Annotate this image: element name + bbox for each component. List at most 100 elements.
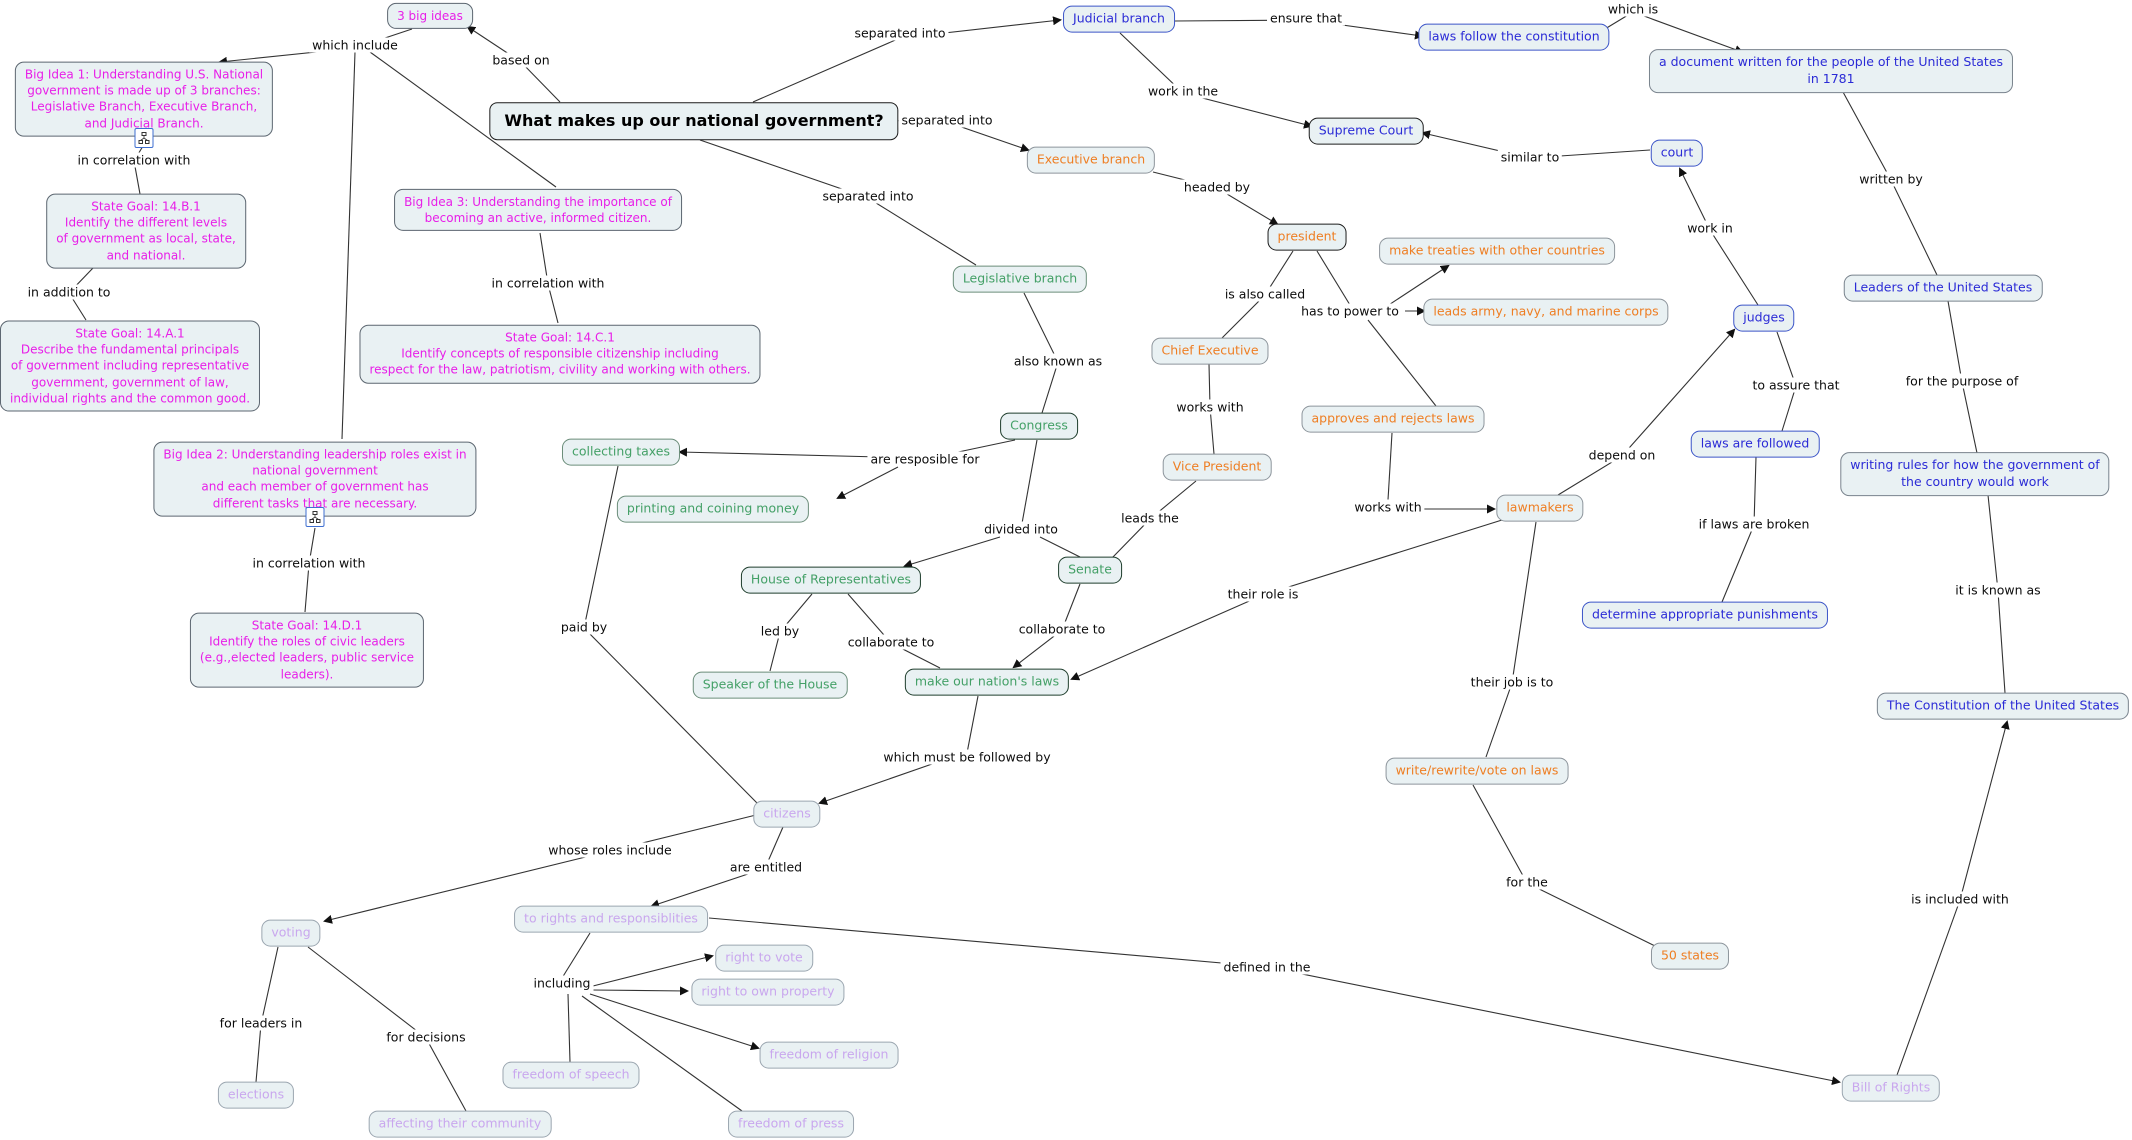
node-judicial-branch[interactable]: Judicial branch [1063,5,1175,33]
linking-phrase-based-on[interactable]: based on [489,52,553,68]
linking-phrase-for-the-purpose-of[interactable]: for the purpose of [1902,373,2022,389]
linking-phrase-also-known-as[interactable]: also known as [1010,353,1106,369]
linking-phrase-are-resposible-for[interactable]: are resposible for [867,451,983,467]
node-executive-branch[interactable]: Executive branch [1026,146,1156,174]
linking-phrase-has-to-power-to[interactable]: has to power to [1298,303,1402,319]
node-legislative-branch[interactable]: Legislative branch [952,265,1088,293]
linking-phrase-for-decisions[interactable]: for decisions [383,1029,469,1045]
node-make-our-nations-laws[interactable]: make our nation's laws [904,668,1070,696]
linking-phrase-separated-into-1[interactable]: separated into [851,25,949,41]
node-vice-president[interactable]: Vice President [1162,453,1272,481]
linking-phrase-including[interactable]: including [530,975,594,991]
node-write-rewrite-vote[interactable]: write/rewrite/vote on laws [1385,757,1569,785]
linking-phrase-paid-by[interactable]: paid by [557,619,611,635]
linking-phrase-for-leaders-in[interactable]: for leaders in [216,1015,306,1031]
node-laws-follow-constitution[interactable]: laws follow the constitution [1418,23,1610,51]
linking-phrase-collaborate-to-1[interactable]: collaborate to [844,634,938,650]
node-citizens[interactable]: citizens [753,800,821,828]
linking-phrase-defined-in-the[interactable]: defined in the [1220,959,1314,975]
linking-phrase-collaborate-to-2[interactable]: collaborate to [1015,621,1109,637]
node-big-idea-3[interactable]: Big Idea 3: Understanding the importance… [394,188,682,232]
linking-phrase-which-include[interactable]: which include [309,37,401,53]
node-freedom-of-press[interactable]: freedom of press [728,1110,854,1138]
node-right-to-own-property[interactable]: right to own property [691,978,845,1006]
linking-phrase-are-entitled[interactable]: are entitled [726,859,806,875]
concept-map-resource-icon[interactable] [134,128,154,148]
linking-phrase-to-assure-that[interactable]: to assure that [1749,377,1843,393]
node-court[interactable]: court [1650,139,1704,167]
node-leads-army[interactable]: leads army, navy, and marine corps [1423,298,1669,326]
node-document-1781[interactable]: a document written for the people of the… [1648,49,2014,93]
node-three-big-ideas[interactable]: 3 big ideas [387,2,473,30]
linking-phrase-in-addition-to[interactable]: in addition to [24,284,114,300]
node-freedom-of-religion[interactable]: freedom of religion [759,1041,899,1069]
node-text-line: the country would work [1901,474,2049,489]
node-speaker-of-the-house[interactable]: Speaker of the House [692,671,848,699]
node-voting[interactable]: voting [261,919,321,947]
linking-phrase-led-by[interactable]: led by [757,623,803,639]
node-elections[interactable]: elections [217,1081,295,1109]
linking-phrase-their-role-is[interactable]: their role is [1224,586,1302,602]
node-collecting-taxes[interactable]: collecting taxes [561,438,681,466]
node-senate[interactable]: Senate [1058,556,1122,584]
node-determine-punishments[interactable]: determine appropriate punishments [1581,601,1829,629]
node-leaders-of-us[interactable]: Leaders of the United States [1843,274,2043,302]
linking-phrase-divided-into[interactable]: divided into [981,521,1061,537]
node-make-treaties[interactable]: make treaties with other countries [1379,237,1615,265]
node-text-line: writing rules for how the government of [1850,457,2100,473]
node-congress[interactable]: Congress [1000,412,1078,440]
linking-phrase-which-is[interactable]: which is [1604,1,1662,17]
edge-line [818,762,936,805]
linking-phrase-separated-into-3[interactable]: separated into [819,188,917,204]
node-lawmakers[interactable]: lawmakers [1496,494,1584,522]
node-chief-executive[interactable]: Chief Executive [1151,337,1269,365]
node-laws-are-followed[interactable]: laws are followed [1690,430,1820,458]
linking-phrase-work-in[interactable]: work in [1684,220,1736,236]
linking-phrase-similar-to[interactable]: similar to [1497,149,1563,165]
linking-phrase-which-must-be-followed-by[interactable]: which must be followed by [880,749,1054,765]
node-house-of-representatives[interactable]: House of Representatives [740,566,922,594]
linking-phrase-headed-by[interactable]: headed by [1180,179,1254,195]
concept-map-resource-icon[interactable] [305,507,325,527]
node-text-line: collecting taxes [571,443,671,459]
node-right-to-vote[interactable]: right to vote [715,944,813,972]
linking-phrase-is-included-with[interactable]: is included with [1908,891,2012,907]
linking-phrase-if-laws-are-broken[interactable]: if laws are broken [1695,516,1813,532]
linking-phrase-in-correlation-with-2[interactable]: in correlation with [249,555,369,571]
node-text-line: leads army, navy, and marine corps [1433,303,1659,319]
linking-phrase-in-correlation-with-1[interactable]: in correlation with [74,152,194,168]
node-judges[interactable]: judges [1733,304,1795,332]
node-approves-rejects-laws[interactable]: approves and rejects laws [1301,405,1485,433]
node-constitution[interactable]: The Constitution of the United States [1876,692,2130,720]
node-president[interactable]: president [1267,223,1347,251]
node-fifty-states[interactable]: 50 states [1650,942,1730,970]
linking-phrase-is-also-called[interactable]: is also called [1221,286,1309,302]
node-supreme-court[interactable]: Supreme Court [1308,117,1424,145]
node-rights-responsibilities[interactable]: to rights and responsiblities [514,905,708,933]
node-bill-of-rights[interactable]: Bill of Rights [1841,1074,1941,1102]
node-focus-question[interactable]: What makes up our national government? [489,102,899,140]
linking-phrase-for-the[interactable]: for the [1503,874,1551,890]
linking-phrase-depend-on[interactable]: depend on [1585,447,1659,463]
linking-phrase-whose-roles-include[interactable]: whose roles include [545,842,675,858]
node-printing-coining-money[interactable]: printing and coining money [616,495,810,523]
linking-phrase-separated-into-2[interactable]: separated into [898,112,996,128]
linking-phrase-works-with-2[interactable]: works with [1351,499,1425,515]
linking-phrase-written-by[interactable]: written by [1856,171,1926,187]
node-big-idea-2[interactable]: Big Idea 2: Understanding leadership rol… [153,441,477,517]
node-freedom-of-speech[interactable]: freedom of speech [502,1061,640,1089]
linking-phrase-their-job-is-to[interactable]: their job is to [1467,674,1557,690]
linking-phrase-it-is-known-as[interactable]: it is known as [1952,582,2044,598]
linking-phrase-leads-the[interactable]: leads the [1118,510,1182,526]
linking-phrase-work-in-the[interactable]: work in the [1144,83,1222,99]
node-affecting-their-community[interactable]: affecting their community [368,1110,552,1138]
linking-phrase-in-correlation-with-3[interactable]: in correlation with [488,275,608,291]
linking-phrase-ensure-that[interactable]: ensure that [1267,10,1345,26]
linking-phrase-works-with-1[interactable]: works with [1173,399,1247,415]
